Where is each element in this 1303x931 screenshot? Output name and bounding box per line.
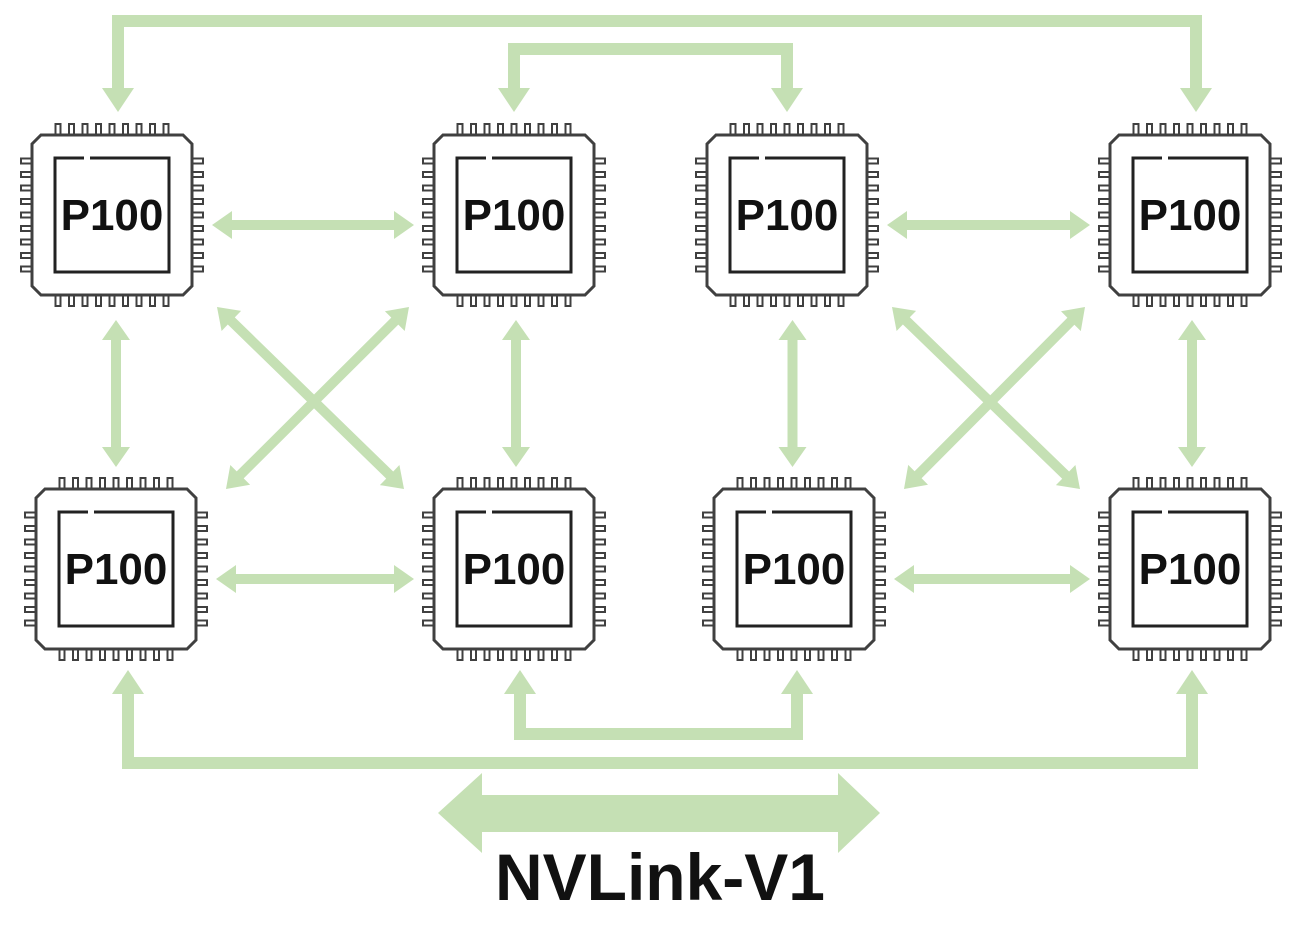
chip-label: P100 [1139, 545, 1242, 594]
links-layer [102, 15, 1212, 769]
chip-label: P100 [65, 545, 168, 594]
link-c1-c2 [212, 211, 414, 239]
link-c2-c6 [502, 320, 530, 467]
chip-label: P100 [736, 191, 839, 240]
link-c3-c4 [887, 211, 1090, 239]
gpu-chip-c5: P100 [24, 477, 208, 661]
link-c1-c4 [102, 15, 1212, 112]
link-c5-c8 [112, 670, 1208, 769]
gpu-chip-c7: P100 [702, 477, 886, 661]
link-c2-c3 [498, 43, 803, 112]
gpu-chip-c8: P100 [1098, 477, 1282, 661]
chip-label: P100 [1139, 191, 1242, 240]
link-c4-c8 [1178, 320, 1206, 467]
chip-label: P100 [463, 191, 566, 240]
link-c6-c7 [504, 670, 813, 740]
gpu-chip-c1: P100 [20, 123, 204, 307]
gpu-chip-c3: P100 [695, 123, 879, 307]
link-c7-c8 [894, 565, 1090, 593]
chip-label: P100 [61, 191, 164, 240]
chip-label: P100 [743, 545, 846, 594]
gpu-chip-c2: P100 [422, 123, 606, 307]
link-c2-c5 [226, 307, 409, 489]
link-c1-c5 [102, 320, 130, 467]
link-c3-c8 [892, 307, 1080, 489]
legend: NVLink-V1 [438, 773, 880, 914]
link-c4-c7 [904, 307, 1085, 489]
double-arrow-icon [438, 773, 880, 853]
link-c3-c7 [778, 320, 807, 467]
gpu-chip-c4: P100 [1098, 123, 1282, 307]
gpu-chip-c6: P100 [422, 477, 606, 661]
legend-label: NVLink-V1 [495, 840, 825, 914]
link-c5-c6 [216, 565, 414, 593]
chip-label: P100 [463, 545, 566, 594]
